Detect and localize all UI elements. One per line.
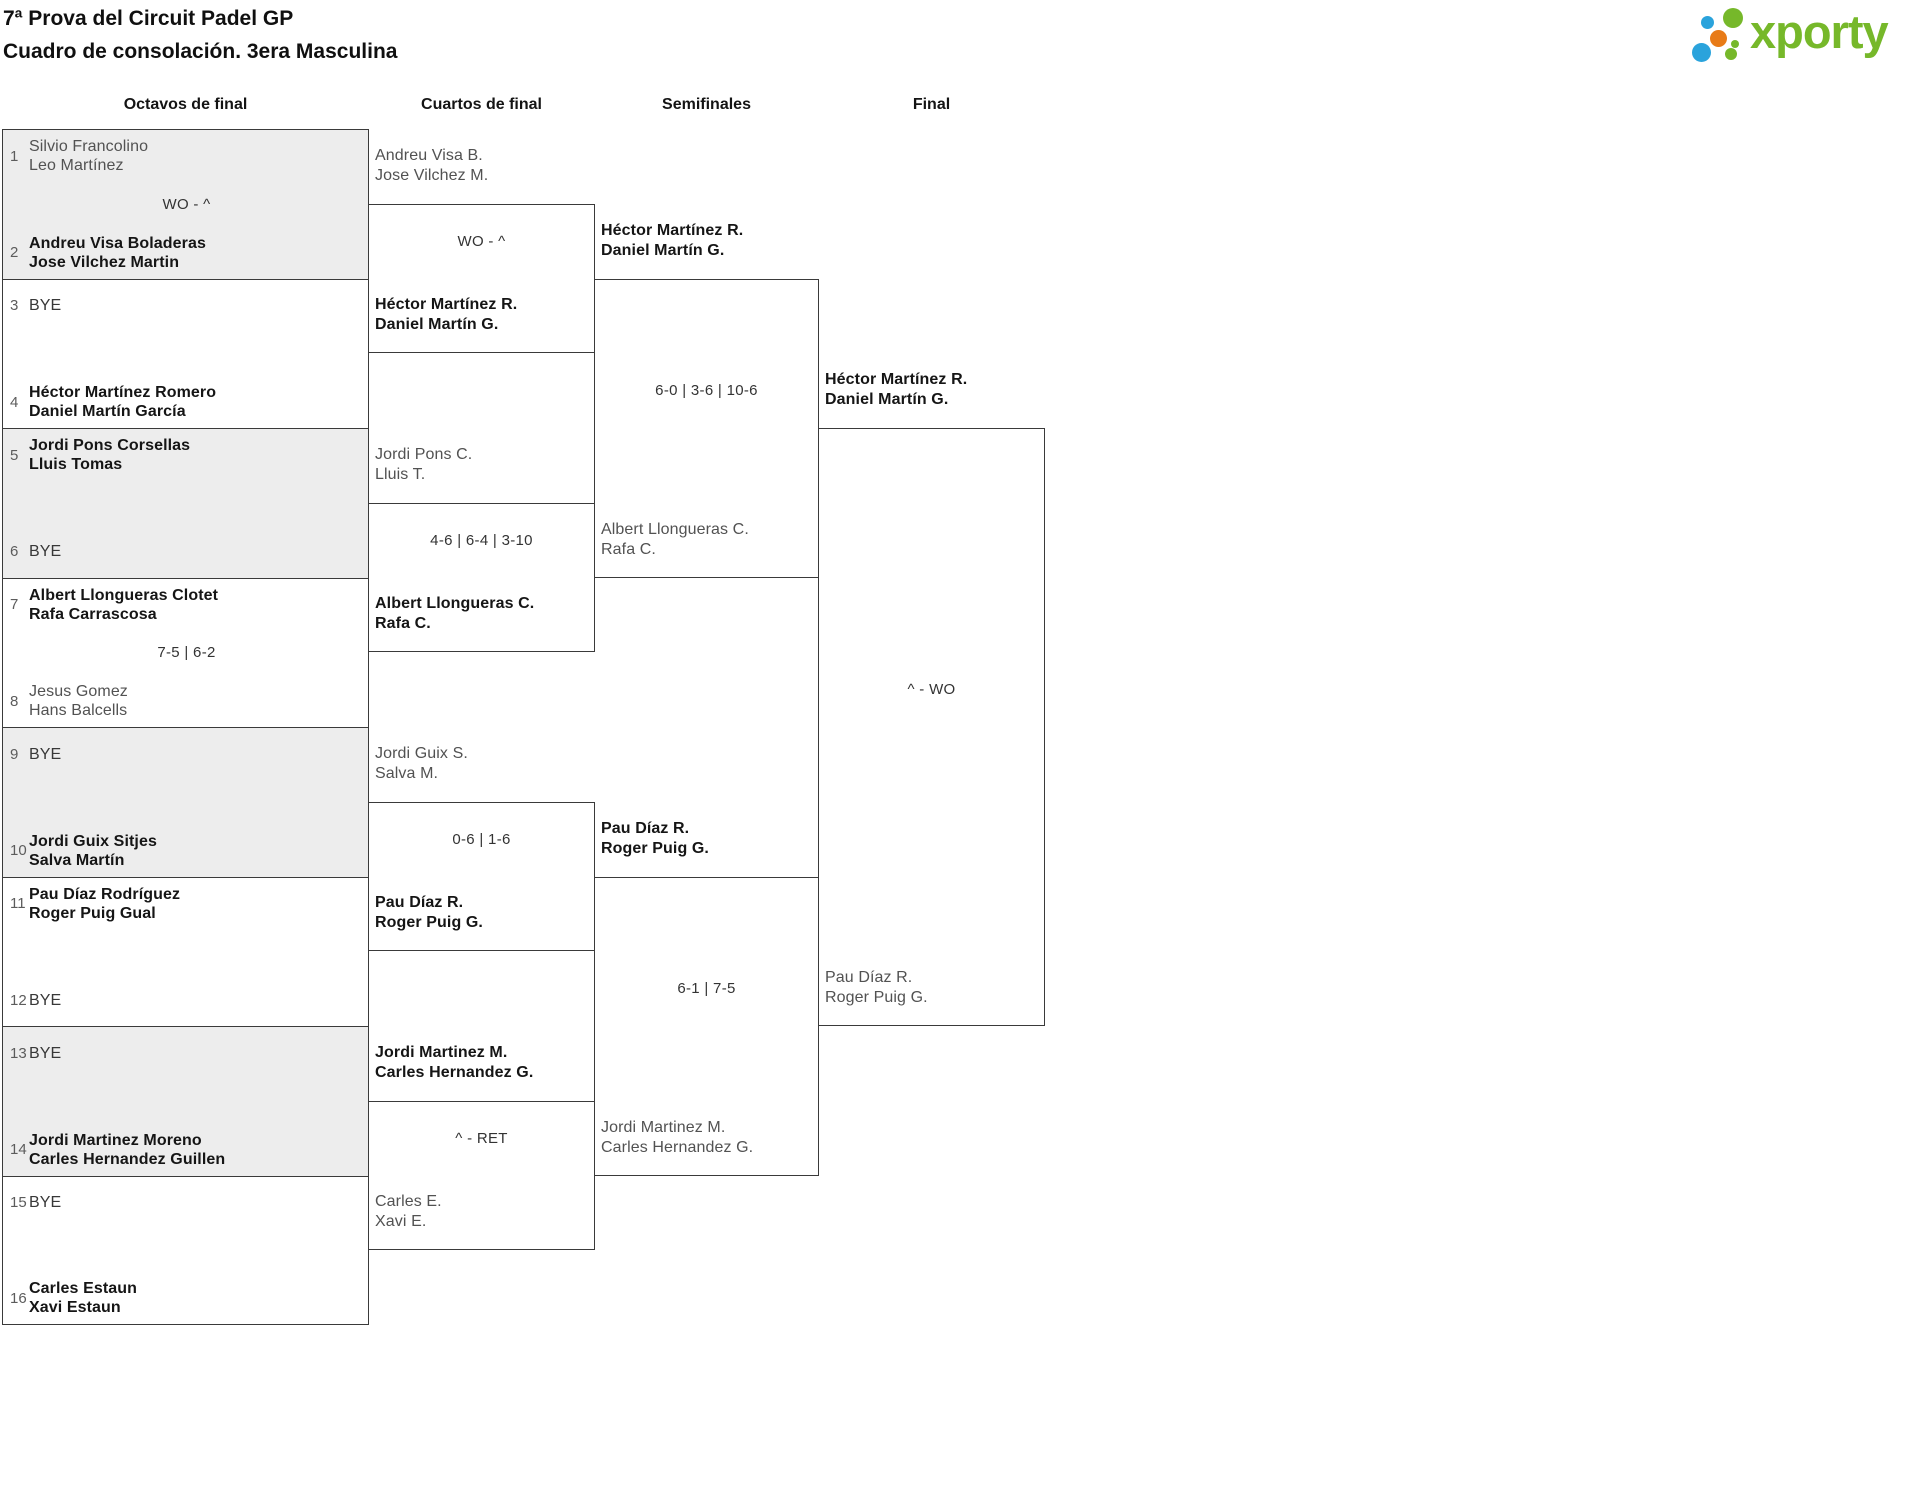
qf-team-a: Andreu Visa B.Jose Vilchez M.: [375, 146, 489, 184]
round-header-cuartos: Cuartos de final: [421, 96, 542, 113]
draw-subtitle: Cuadro de consolación. 3era Masculina: [3, 40, 398, 63]
bye-slot: 9 BYE: [3, 729, 368, 779]
logo-dot-green-tiny: [1731, 40, 1739, 48]
bye-label: BYE: [29, 297, 62, 314]
seed-number: 2: [10, 244, 19, 261]
seed-number: 14: [10, 1141, 27, 1158]
seed-number: 15: [10, 1194, 27, 1211]
match-score: 7-5 | 6-2: [157, 644, 216, 662]
seed-number: 3: [10, 297, 19, 314]
sf-team-b: Albert Llongueras C.Rafa C.: [601, 520, 749, 558]
qf-team-a: Jordi Guix S.Salva M.: [375, 744, 468, 782]
seed-number: 5: [10, 446, 19, 464]
sf-team-a: Pau Díaz R.Roger Puig G.: [601, 819, 709, 857]
bye-label: BYE: [29, 745, 62, 763]
qf-team-b: Héctor Martínez R.Daniel Martín G.: [375, 296, 518, 334]
page-title: 7ª Prova del Circuit Padel GP Cuadro de …: [3, 2, 397, 68]
seed-number: 11: [10, 895, 26, 912]
sf-team-b: Jordi Martinez M.Carles Hernandez G.: [601, 1118, 754, 1156]
logo-dot-green-large: [1723, 8, 1743, 28]
final-team-b: Pau Díaz R.Roger Puig G.: [825, 969, 928, 1006]
round-header-octavos: Octavos de final: [123, 96, 248, 113]
seed-number: 8: [10, 692, 19, 710]
logo-dot-blue-small: [1701, 16, 1714, 29]
qf-team-a: Jordi Martinez M.Carles Hernandez G.: [375, 1043, 534, 1081]
sf-score: 6-1 | 7-5: [677, 980, 736, 997]
qf-team-a: Jordi Pons C.Lluis T.: [375, 445, 473, 483]
seed-number: 1: [10, 147, 19, 165]
seed-number: 16: [10, 1289, 27, 1307]
final-match-1: [818, 428, 1045, 1026]
final-team-a: Héctor Martínez R.Daniel Martín G.: [825, 371, 968, 408]
bye-slot: 6 BYE: [3, 527, 368, 577]
final-score: ^ - WO: [907, 681, 956, 698]
seed-number: 10: [10, 842, 27, 859]
qf-score: ^ - RET: [455, 1129, 508, 1147]
xporty-logo[interactable]: xporty: [1688, 2, 1918, 76]
round-header-semifinales: Semifinales: [662, 96, 751, 113]
bye-label: BYE: [29, 543, 62, 560]
bye-label: BYE: [29, 1044, 62, 1062]
qf-team-b: Pau Díaz R.Roger Puig G.: [375, 894, 483, 932]
qf-team-b: Carles E.Xavi E.: [375, 1193, 442, 1231]
bye-label: BYE: [29, 1194, 62, 1211]
sf-team-a: Héctor Martínez R.Daniel Martín G.: [601, 221, 744, 259]
logo-wordmark: xporty: [1750, 5, 1889, 58]
seed-number: 9: [10, 745, 19, 763]
match-score: WO - ^: [162, 195, 211, 213]
seed-number: 13: [10, 1044, 27, 1062]
bye-slot: 3 BYE: [3, 281, 368, 331]
logo-dot-green-med: [1725, 48, 1737, 60]
seed-number: 12: [10, 991, 27, 1009]
sf-match-2: [594, 876, 819, 1176]
qf-match-2: [368, 502, 595, 653]
qf-team-b: Albert Llongueras C.Rafa C.: [375, 595, 535, 633]
qf-match-4: [368, 1100, 595, 1251]
logo-dot-orange: [1710, 30, 1727, 47]
sf-score: 6-0 | 3-6 | 10-6: [655, 382, 758, 399]
seed-number: 6: [10, 543, 19, 560]
seed-number: 7: [10, 596, 19, 613]
qf-score: 0-6 | 1-6: [452, 830, 511, 848]
bye-label: BYE: [29, 991, 62, 1009]
round-header-final: Final: [912, 96, 951, 113]
tournament-title: 7ª Prova del Circuit Padel GP: [3, 7, 294, 30]
seed-number: 4: [10, 393, 19, 411]
qf-score: 4-6 | 6-4 | 3-10: [430, 531, 533, 549]
qf-score: WO - ^: [457, 232, 506, 250]
logo-dot-blue-large: [1692, 43, 1711, 62]
